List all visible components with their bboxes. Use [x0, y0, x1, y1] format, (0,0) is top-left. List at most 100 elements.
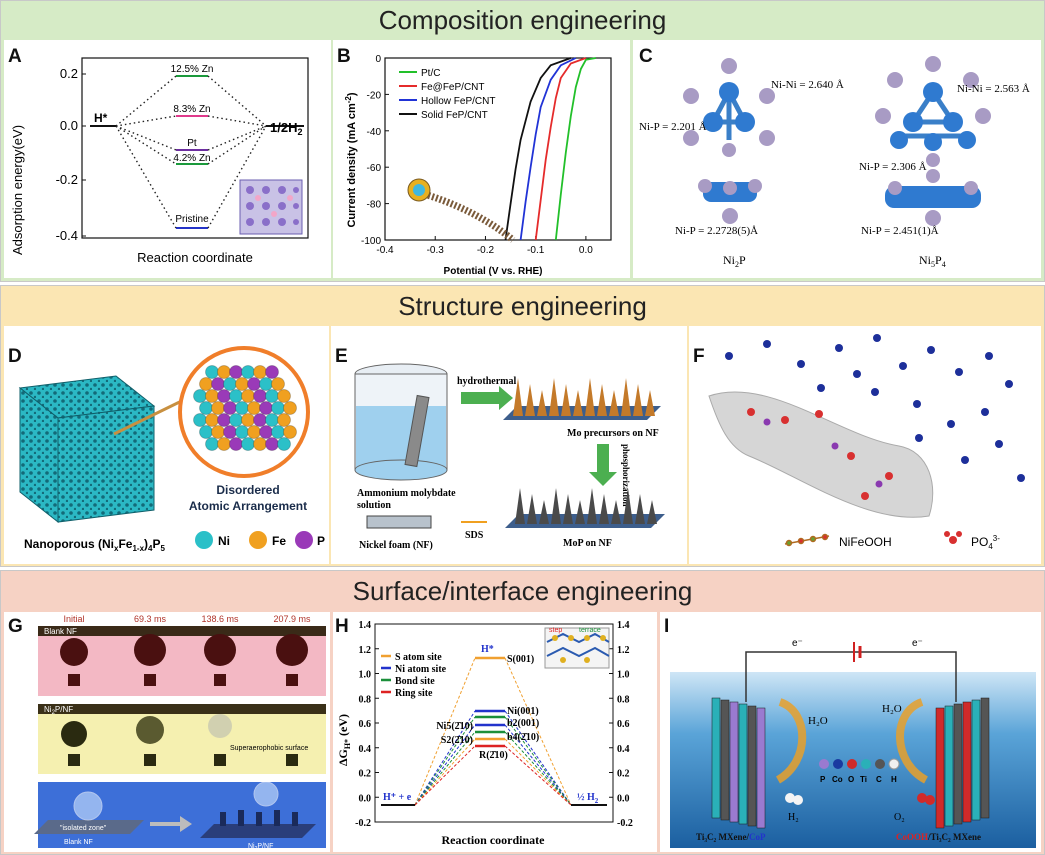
f-legend-nifeooh: NiFeOOH	[839, 535, 892, 549]
g-superaerophobic: Superaerophobic surface	[230, 745, 308, 752]
h-ytick-label: 0.4	[359, 744, 372, 755]
h-ytick-label: 1.4	[359, 620, 372, 631]
beaker	[354, 363, 448, 481]
cluster-atom	[235, 401, 249, 415]
h-connector	[504, 710, 572, 806]
mop-spike	[551, 488, 561, 524]
b-xtick-label: -0.1	[527, 245, 545, 256]
cluster-atom	[217, 413, 231, 427]
mxene-layer	[756, 707, 766, 829]
phosphate-atom	[815, 410, 823, 418]
b-xtick-label: -0.2	[477, 245, 495, 256]
bubble-release-g: Initial 69.3 ms 138.6 ms 207.9 ms Blank …	[34, 614, 326, 852]
cluster-atom	[205, 389, 219, 403]
cluster-atom	[235, 425, 249, 439]
panel-label-i: I	[664, 616, 670, 637]
g-blank-surface	[38, 626, 326, 636]
h-ytick-label-right: 1.2	[617, 645, 630, 656]
nickel-foam-strip	[366, 515, 432, 529]
panel-label-e: E	[335, 346, 348, 367]
d-disorder-2: Atomic Arrangement	[189, 499, 307, 513]
ion-cloud	[1017, 474, 1025, 482]
cluster-atom	[277, 437, 291, 451]
panel-label-d: D	[8, 346, 22, 367]
cluster-atom	[259, 377, 273, 391]
cluster-atom	[265, 437, 279, 451]
ion-cloud	[817, 384, 825, 392]
ni2p-top-structure	[683, 58, 775, 157]
cluster-atom	[217, 365, 231, 379]
cluster-atom	[259, 401, 273, 415]
e-hydrothermal: hydrothermal	[457, 376, 516, 387]
ni2p-side-structure	[698, 179, 762, 224]
precursor-spike	[573, 390, 583, 416]
cluster-atom	[217, 437, 231, 451]
e-ammonium-2: solution	[357, 500, 391, 511]
cluster-atom	[277, 413, 291, 427]
i-right-electrode	[935, 697, 990, 829]
h-connector	[414, 724, 476, 806]
h-structure-inset: step terrace	[544, 627, 610, 669]
ion-cloud	[871, 388, 879, 396]
a-label-125zn: 12.5% Zn	[171, 64, 214, 75]
i-leg-co: Co	[832, 775, 843, 784]
nifeooh-illustration-f: NiFeOOH PO43-	[708, 334, 1025, 551]
c-label-nini-1: Ni-Ni = 2.640 Å	[771, 79, 844, 91]
cluster-atom	[193, 413, 207, 427]
b-legend-label: Fe@FeP/CNT	[421, 82, 485, 93]
e-arrow-phosphorization	[589, 444, 617, 486]
a-ytick-m02: -0.2	[56, 172, 78, 187]
cluster-atom	[271, 401, 285, 415]
panel-label-f: F	[693, 346, 705, 367]
g-time-2: 138.6 ms	[201, 614, 239, 624]
composition-title: Composition engineering	[378, 5, 667, 35]
phosphate-atom	[885, 472, 893, 480]
cooh-layer	[935, 707, 945, 829]
mop-spike	[575, 500, 585, 524]
panel-d: D Disordered Atomic Arrangement Nanoporo…	[4, 326, 329, 564]
h-ni5: Ni5(2̄10)	[436, 721, 473, 732]
i-legend-atoms	[819, 758, 900, 770]
precursor-spike	[621, 378, 631, 416]
b-xtick-label: -0.4	[376, 245, 394, 256]
cluster-atom	[265, 365, 279, 379]
h-ytick-label-right: 0.8	[617, 694, 630, 705]
mop-spike	[647, 500, 657, 524]
a-label-42zn: 4.2% Zn	[173, 153, 210, 164]
g-ni2p2: Ni2P/NF	[248, 843, 273, 852]
h-h-e: H⁺ + e	[383, 792, 412, 803]
f-legend-po4: PO43-	[971, 534, 1000, 551]
i-e1: e⁻	[792, 638, 803, 649]
h-connector	[504, 657, 572, 806]
cluster-atom	[229, 365, 243, 379]
cluster-atom	[235, 377, 249, 391]
c-label-nip-3: Ni-P = 2.2728(5)Å	[675, 225, 758, 237]
cluster-atom	[241, 389, 255, 403]
ion-cloud	[853, 370, 861, 378]
cluster-atom	[247, 401, 261, 415]
a-ylabel: Adsorption energy(eV)	[10, 125, 25, 255]
b-nanotube-inset	[407, 178, 516, 243]
synthesis-scheme-e: Ammonium molybdate solution hydrothermal…	[354, 363, 665, 551]
mxene-layer	[711, 697, 721, 819]
ion-cloud	[927, 346, 935, 354]
cluster-atom	[277, 389, 291, 403]
h-connector	[414, 657, 476, 806]
h-ytick-label: 0.0	[359, 793, 372, 804]
i-h2: H₂	[788, 812, 799, 823]
h-ytick-label-right: 0.6	[617, 719, 630, 730]
i-o2: O₂	[894, 812, 905, 823]
ion-cloud	[725, 352, 733, 360]
h-xlabel: Reaction coordinate	[442, 833, 546, 847]
ion-cloud	[873, 334, 881, 342]
precursor-spike	[633, 384, 643, 416]
panel-f: F NiFeOOH PO43-	[689, 326, 1041, 564]
c-label-nip-2: Ni-P = 2.306 Å	[859, 161, 927, 173]
cluster-atom	[253, 389, 267, 403]
h-b4: b4(2̄10)	[507, 732, 539, 743]
ion-cloud	[797, 360, 805, 368]
energy-diagram-a: Adsorption energy(eV) 0.2 0.0 -0.2 -0.4 …	[10, 57, 309, 265]
h-ytick-label: 0.6	[359, 719, 372, 730]
panel-a: A Adsorption energy(eV) 0.2 0.0 -0.2 -0.…	[4, 40, 331, 278]
